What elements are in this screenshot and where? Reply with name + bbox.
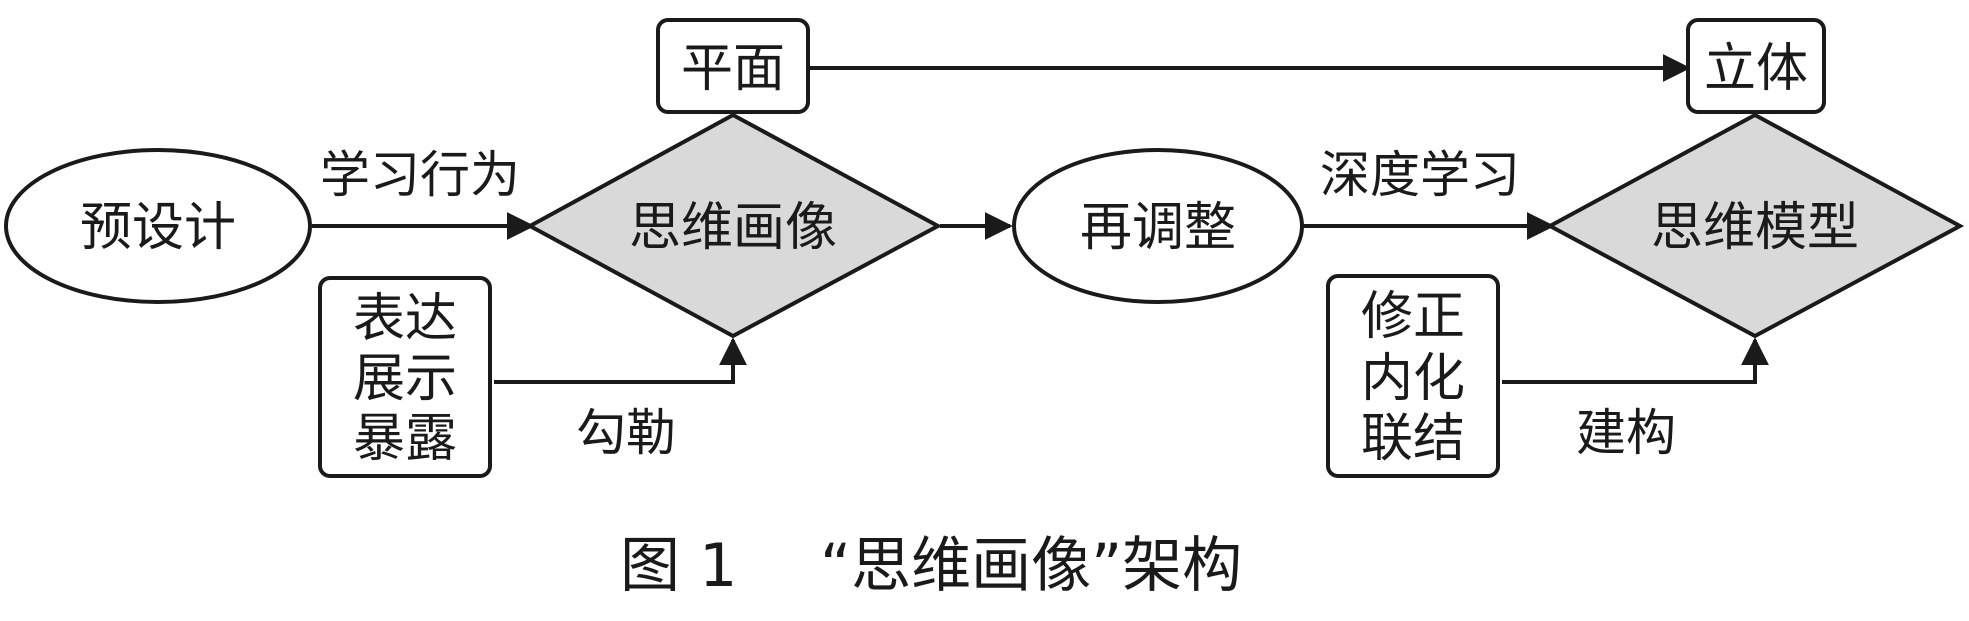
label-construct: 建构: [1576, 404, 1676, 462]
node-readjust-label: 再调整: [1080, 198, 1236, 258]
node-revise-line-1: 修正: [1361, 287, 1465, 347]
node-thinking-model-label: 思维模型: [1651, 198, 1859, 258]
node-plane-label: 平面: [681, 39, 785, 99]
edge-revise-box-to-thinking-model: [1502, 337, 1769, 384]
node-thinking-model: 思维模型: [1545, 112, 1965, 339]
label-learning-behavior: 学习行为: [320, 146, 520, 204]
node-express-line-3: 暴露: [353, 409, 457, 469]
node-express-line-2: 展示: [353, 349, 457, 409]
node-revise-box: 修正 内化 联结: [1326, 274, 1500, 478]
edge-express-box-to-thinking-image: [494, 337, 747, 384]
label-outline: 勾勒: [576, 404, 676, 462]
node-pre-design: 预设计: [4, 148, 312, 304]
node-plane: 平面: [656, 18, 810, 114]
node-solid: 立体: [1686, 18, 1826, 114]
node-express-box: 表达 展示 暴露: [318, 276, 492, 478]
node-readjust: 再调整: [1012, 148, 1304, 304]
node-thinking-image: 思维画像: [525, 112, 943, 339]
node-thinking-image-label: 思维画像: [629, 198, 837, 258]
label-deep-learning: 深度学习: [1320, 146, 1520, 204]
node-express-line-1: 表达: [353, 289, 457, 349]
caption-title: “思维画像”架构: [820, 531, 1242, 601]
node-revise-line-2: 内化: [1361, 349, 1465, 409]
node-solid-label: 立体: [1704, 39, 1808, 99]
node-pre-design-label: 预设计: [80, 198, 236, 258]
caption-figure-number: 图 1: [620, 531, 737, 601]
node-revise-line-3: 联结: [1361, 409, 1465, 469]
